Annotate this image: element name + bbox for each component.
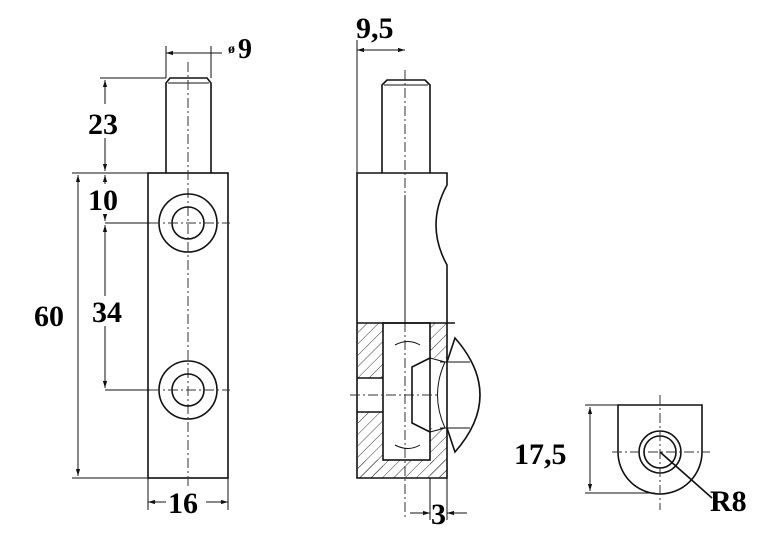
bottom-outline bbox=[617, 404, 703, 495]
dim-ball-protrusion: 3 bbox=[431, 498, 446, 531]
dim-pin-length: 23 bbox=[88, 108, 118, 141]
bottom-view: 17,5 R8 bbox=[514, 395, 747, 518]
dim-depth: 17,5 bbox=[514, 438, 567, 471]
side-pin bbox=[381, 79, 431, 173]
dim-pin-offset: 9,5 bbox=[356, 12, 394, 45]
front-pin bbox=[165, 77, 212, 173]
dim-radius: R8 bbox=[710, 485, 747, 518]
side-body bbox=[356, 172, 448, 479]
ball bbox=[446, 336, 481, 454]
dim-hole-offset: 10 bbox=[88, 184, 118, 217]
front-view: ø 9 23 10 34 60 16 bbox=[34, 34, 252, 520]
cavity bbox=[382, 322, 431, 461]
dim-body-width: 16 bbox=[168, 487, 198, 520]
dim-hole-spacing: 34 bbox=[92, 296, 122, 329]
radius-leader bbox=[659, 451, 713, 499]
side-view: 9,5 3 bbox=[350, 12, 481, 531]
dim-pin-diameter-symbol: ø bbox=[228, 42, 235, 57]
dim-pin-diameter: 9 bbox=[238, 34, 252, 65]
spring-seat bbox=[411, 357, 431, 433]
dim-body-height: 60 bbox=[34, 300, 64, 333]
